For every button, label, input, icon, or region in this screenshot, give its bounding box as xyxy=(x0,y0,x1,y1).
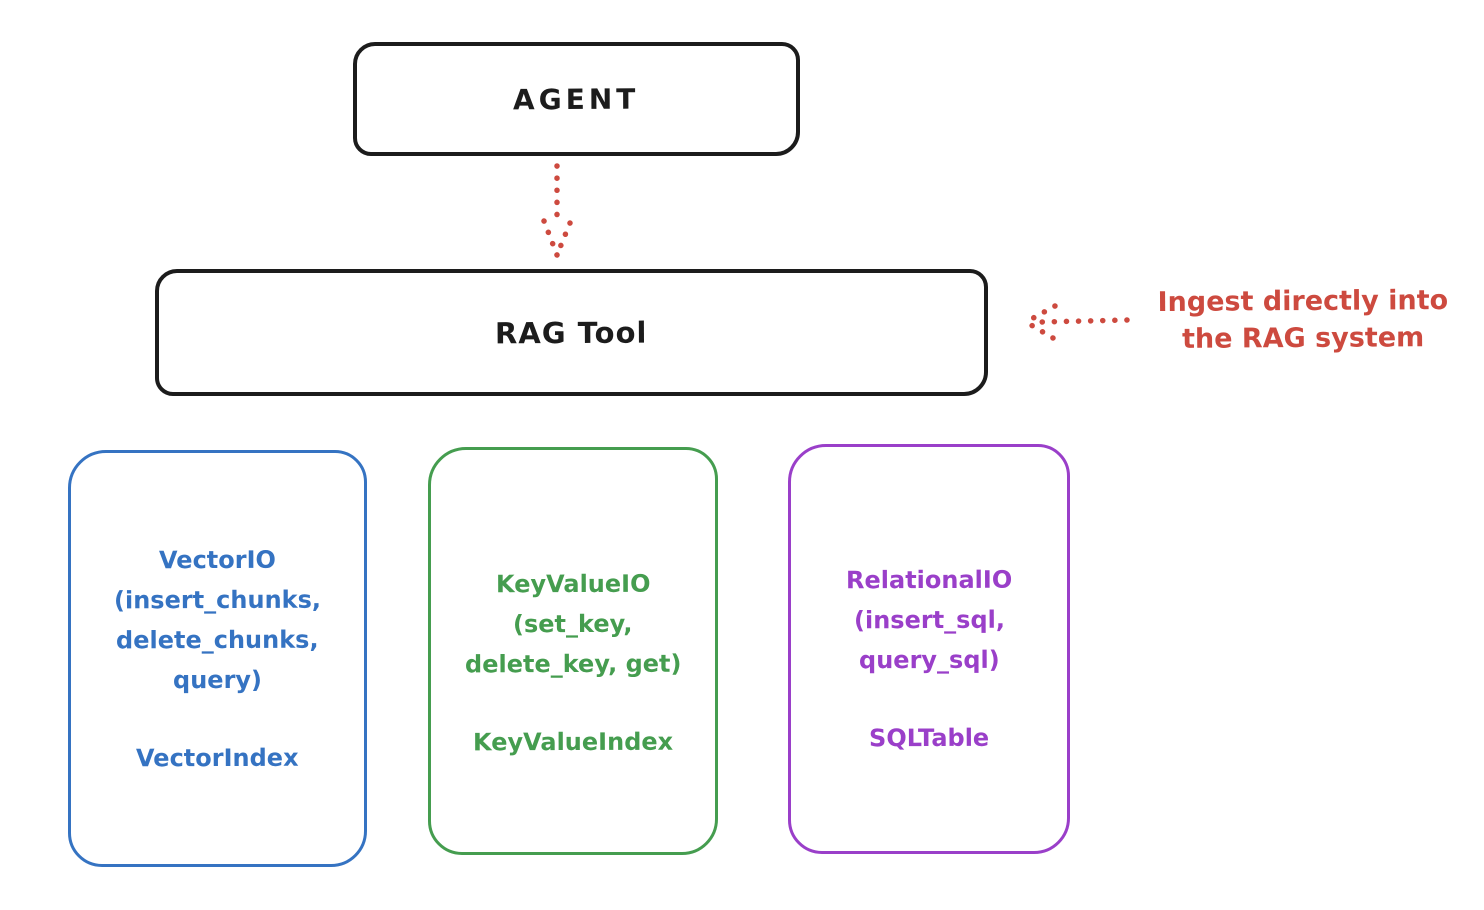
storage-line: KeyValueIO xyxy=(495,569,651,599)
storage-box-key-value-io: KeyValueIO (set_key, delete_key, get) Ke… xyxy=(428,447,718,855)
agent-label: AGENT xyxy=(513,82,640,116)
rag-tool-node: RAG Tool xyxy=(155,269,988,396)
ingest-annotation-line-2: the RAG system xyxy=(1181,322,1425,355)
ingest-annotation: Ingest directly into the RAG system xyxy=(1136,282,1471,358)
storage-line: delete_key, get) xyxy=(464,649,682,679)
storage-box-vector-io: VectorIO (insert_chunks, delete_chunks, … xyxy=(68,450,367,867)
storage-line: (insert_chunks, xyxy=(113,585,322,614)
storage-line: RelationalIO xyxy=(845,565,1013,595)
arrow-annotation-to-rag-tool-icon xyxy=(1023,303,1130,341)
storage-index-label: SQLTable xyxy=(868,723,990,753)
arrow-agent-to-rag-tool-icon xyxy=(541,163,573,258)
rag-tool-label: RAG Tool xyxy=(495,315,648,350)
storage-line: query_sql) xyxy=(858,645,1000,675)
storage-line: (set_key, xyxy=(513,609,633,639)
storage-box-relational-io: RelationalIO (insert_sql, query_sql) SQL… xyxy=(788,444,1070,854)
storage-box-content: KeyValueIO (set_key, delete_key, get) Ke… xyxy=(464,564,682,762)
storage-box-content: RelationalIO (insert_sql, query_sql) SQL… xyxy=(846,560,1012,758)
storage-line: query) xyxy=(172,665,263,694)
ingest-annotation-line-1: Ingest directly into xyxy=(1157,284,1449,319)
storage-index-label: KeyValueIndex xyxy=(472,727,674,757)
storage-line: VectorIO xyxy=(158,545,277,574)
storage-line: (insert_sql, xyxy=(853,605,1005,635)
storage-line: delete_chunks, xyxy=(116,625,319,654)
storage-box-content: VectorIO (insert_chunks, delete_chunks, … xyxy=(114,540,321,778)
agent-node: AGENT xyxy=(353,42,800,156)
storage-index-label: VectorIndex xyxy=(136,743,299,772)
